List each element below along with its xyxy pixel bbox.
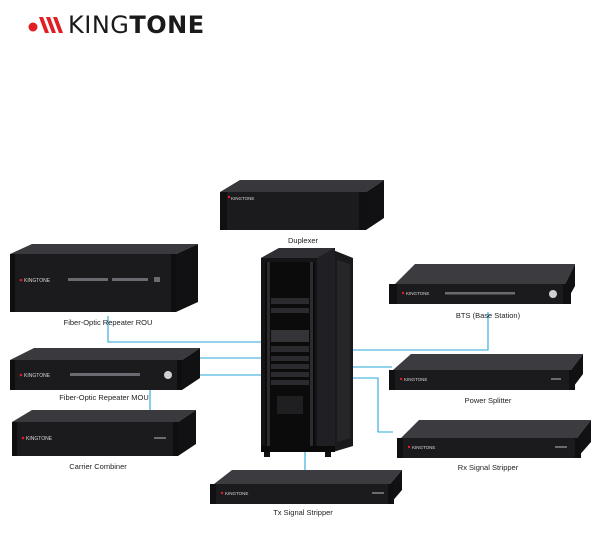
kingtone-logo: KINGTONE xyxy=(28,11,205,39)
label-carrier-combiner: Carrier Combiner xyxy=(69,462,127,471)
device-brand-label: KINGTONE xyxy=(404,377,427,382)
label-power-splitter: Power Splitter xyxy=(464,396,512,405)
label-duplexer: Duplexer xyxy=(287,236,319,245)
wire-bts xyxy=(327,312,489,351)
device-brand-label: KINGTONE xyxy=(24,278,51,284)
label-bts: BTS (Base Station) xyxy=(455,311,521,320)
label-tx-stripper: Tx Signal Stripper xyxy=(273,508,333,517)
label-rou: Fiber-Optic Repeater ROU xyxy=(63,318,153,327)
mou-device: KINGTONE xyxy=(6,346,202,392)
device-brand-label: KINGTONE xyxy=(26,436,53,442)
logo-text-tone: TONE xyxy=(129,11,205,39)
label-rx-stripper: Rx Signal Stripper xyxy=(457,463,519,472)
rou-device: KINGTONE xyxy=(8,242,200,314)
power-splitter-device: KINGTONE xyxy=(385,352,585,392)
device-brand-label: KINGTONE xyxy=(24,373,51,379)
logo-mark-icon xyxy=(28,17,63,33)
device-brand-label: KINGTONE xyxy=(225,491,248,496)
device-brand-label: KINGTONE xyxy=(231,196,254,201)
duplexer-device: KINGTONE xyxy=(218,178,386,232)
server-cabinet-icon xyxy=(255,246,355,463)
logo-text-king: KING xyxy=(68,11,130,39)
wire-rou xyxy=(107,316,292,343)
label-mou: Fiber-Optic Repeater MOU xyxy=(59,393,149,402)
carrier-combiner-device: KINGTONE xyxy=(8,408,198,458)
device-brand-label: KINGTONE xyxy=(406,291,429,296)
tx-stripper-device: KINGTONE xyxy=(208,468,404,506)
rx-stripper-device: KINGTONE xyxy=(393,418,593,460)
bts-device: KINGTONE xyxy=(385,262,577,308)
device-brand-label: KINGTONE xyxy=(412,445,435,450)
